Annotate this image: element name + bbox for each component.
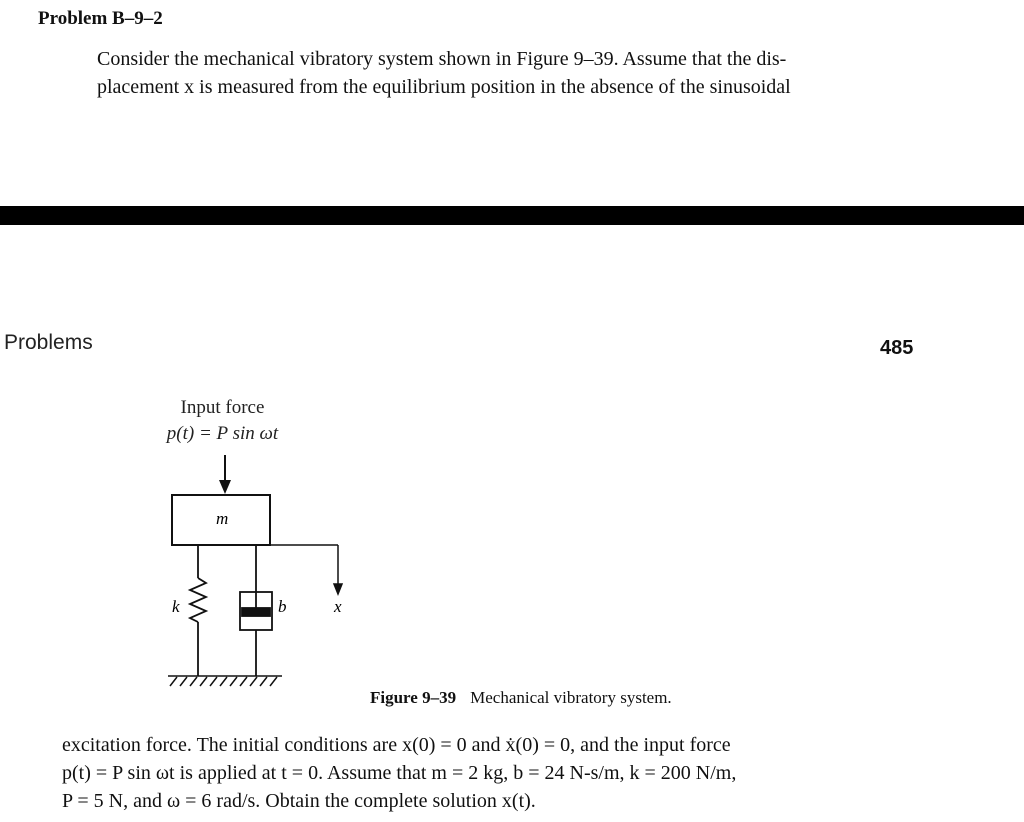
input-force-label-line2: p(t) = P sin ωt: [166, 423, 279, 444]
problem-line-1: Consider the mechanical vibratory system…: [97, 48, 787, 70]
continuation-line-1: excitation force. The initial conditions…: [62, 734, 731, 756]
damper: [239, 545, 273, 676]
problem-statement: Consider the mechanical vibratory system…: [97, 45, 957, 101]
displacement-label: x: [333, 597, 342, 616]
displacement-arrow: [270, 544, 344, 597]
continuation-line-2: p(t) = P sin ωt is applied at t = 0. Ass…: [62, 762, 737, 784]
continuation-line-3: P = 5 N, and ω = 6 rad/s. Obtain the com…: [62, 790, 536, 812]
page-divider-band: [0, 206, 1024, 225]
problem-line-2: placement x is measured from the equilib…: [97, 76, 791, 98]
figure-caption: Figure 9–39 Mechanical vibratory system.: [370, 688, 672, 708]
problem-continuation: excitation force. The initial conditions…: [62, 731, 962, 815]
damper-label: b: [278, 597, 287, 616]
input-force-arrow: [219, 455, 231, 494]
ground: [168, 675, 282, 687]
figure-caption-number: Figure 9–39: [370, 688, 457, 707]
mass-block: [171, 494, 271, 546]
input-force-label-line1: Input force: [180, 397, 265, 418]
spring: [187, 545, 209, 676]
problem-title: Problem B–9–2: [38, 8, 163, 29]
input-force-label: Input force p(t) = P sin ωt: [140, 395, 305, 447]
figure-caption-text: Mechanical vibratory system.: [470, 688, 672, 707]
mass-label: m: [216, 509, 228, 528]
spring-label: k: [172, 597, 180, 616]
section-header: Problems: [4, 331, 93, 354]
mechanical-system-diagram: m k b x: [168, 455, 344, 687]
page-number: 485: [880, 337, 914, 359]
